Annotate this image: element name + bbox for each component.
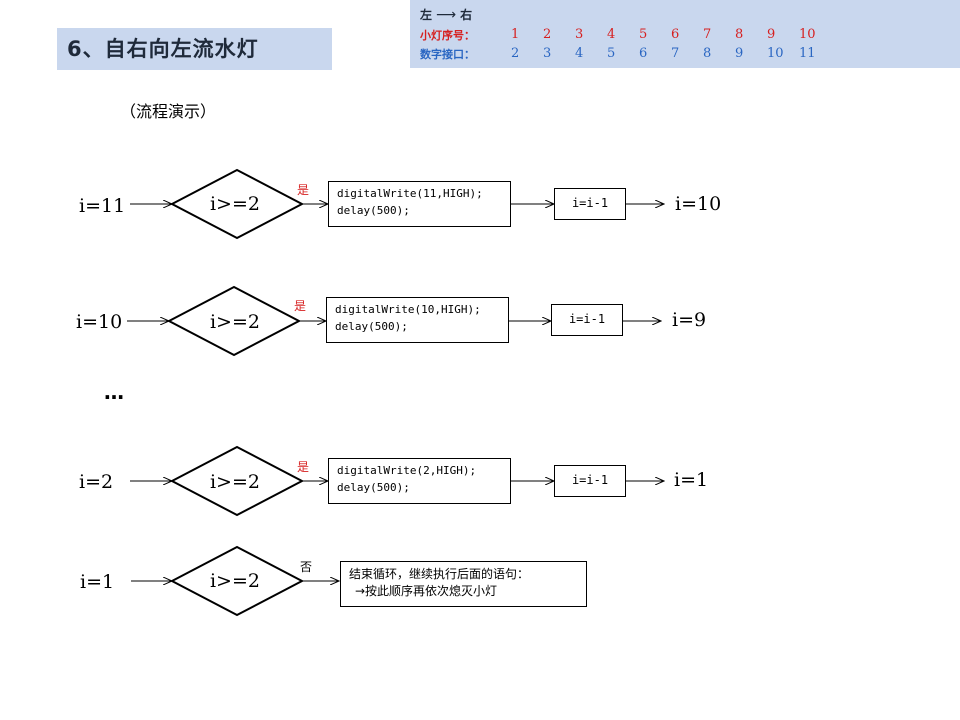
- final-condition: i>=2: [209, 570, 260, 592]
- final-line2: →按此顺序再依次熄灭小灯: [355, 584, 498, 598]
- led-number-1: 1: [511, 27, 520, 42]
- flow1-branch-yes: 是: [297, 183, 310, 197]
- led-row-label: 小灯序号：: [420, 29, 475, 42]
- direction-label: 左⟶右: [420, 6, 472, 23]
- led-number-cells: 1 2 3 4 5 6 7 8 9 10: [511, 27, 831, 42]
- led-number-10: 10: [799, 27, 816, 42]
- led-number-9: 9: [767, 27, 776, 42]
- final-init: i=1: [80, 571, 115, 593]
- flow1-code-box: digitalWrite(11,HIGH); delay(500);: [328, 181, 511, 227]
- flow3-result: i=1: [674, 469, 709, 491]
- flow1-code-line1: digitalWrite(11,HIGH);: [337, 187, 483, 200]
- final-branch-no: 否: [300, 560, 313, 574]
- slide-title: 6、自右向左流水灯: [57, 28, 332, 70]
- flow3-code-line2: delay(500);: [337, 481, 410, 494]
- flow3-decrement-box: i=i-1: [554, 465, 626, 497]
- pin-mapping-panel: 左⟶右 小灯序号： 1 2 3 4 5 6 7 8 9 10 数字接口： 2 3 4 5 6 7 8 9 10 11: [410, 0, 960, 68]
- pin-number-7: 7: [671, 46, 680, 61]
- pin-number-6: 6: [639, 46, 648, 61]
- pin-number-3: 3: [543, 46, 552, 61]
- flow3-condition: i>=2: [209, 471, 260, 493]
- led-number-6: 6: [671, 27, 680, 42]
- flow2-code-line1: digitalWrite(10,HIGH);: [335, 303, 481, 316]
- flow3-branch-yes: 是: [297, 460, 310, 474]
- flow2-code-box: digitalWrite(10,HIGH); delay(500);: [326, 297, 509, 343]
- direction-to: 右: [460, 8, 473, 22]
- flow1-condition: i>=2: [209, 193, 260, 215]
- flow1-code-line2: delay(500);: [337, 204, 410, 217]
- flow1-decrement-box: i=i-1: [554, 188, 626, 220]
- pin-number-11: 11: [799, 46, 816, 61]
- led-number-row: 小灯序号： 1 2 3 4 5 6 7 8 9 10: [420, 27, 816, 43]
- pin-number-10: 10: [767, 46, 784, 61]
- right-arrow-icon: ⟶: [436, 7, 457, 23]
- flow2-condition: i>=2: [209, 311, 260, 333]
- pin-number-5: 5: [607, 46, 616, 61]
- pin-number-8: 8: [703, 46, 712, 61]
- final-line1: 结束循环，继续执行后面的语句：: [349, 567, 530, 581]
- pin-number-cells: 2 3 4 5 6 7 8 9 10 11: [511, 46, 831, 61]
- flow2-code-line2: delay(500);: [335, 320, 408, 333]
- flow3-code-line1: digitalWrite(2,HIGH);: [337, 464, 477, 477]
- pin-row-label: 数字接口：: [420, 48, 475, 61]
- flow2-result: i=9: [672, 309, 707, 331]
- led-number-2: 2: [543, 27, 552, 42]
- flow2-decrement-box: i=i-1: [551, 304, 623, 336]
- flow2-init: i=10: [76, 311, 123, 333]
- pin-number-9: 9: [735, 46, 744, 61]
- led-number-3: 3: [575, 27, 584, 42]
- pin-number-row: 数字接口： 2 3 4 5 6 7 8 9 10 11: [420, 46, 816, 62]
- flow1-result: i=10: [675, 193, 722, 215]
- pin-number-4: 4: [575, 46, 584, 61]
- led-number-7: 7: [703, 27, 712, 42]
- direction-from: 左: [420, 8, 433, 22]
- flow2-branch-yes: 是: [294, 299, 307, 313]
- final-end-box: 结束循环，继续执行后面的语句： →按此顺序再依次熄灭小灯: [340, 561, 587, 607]
- led-number-5: 5: [639, 27, 648, 42]
- led-number-8: 8: [735, 27, 744, 42]
- led-number-4: 4: [607, 27, 616, 42]
- flow1-init: i=11: [79, 195, 126, 217]
- subtitle: （流程演示）: [120, 102, 217, 121]
- flow3-code-box: digitalWrite(2,HIGH); delay(500);: [328, 458, 511, 504]
- ellipsis: …: [104, 380, 125, 404]
- pin-number-2: 2: [511, 46, 520, 61]
- flow3-init: i=2: [79, 471, 114, 493]
